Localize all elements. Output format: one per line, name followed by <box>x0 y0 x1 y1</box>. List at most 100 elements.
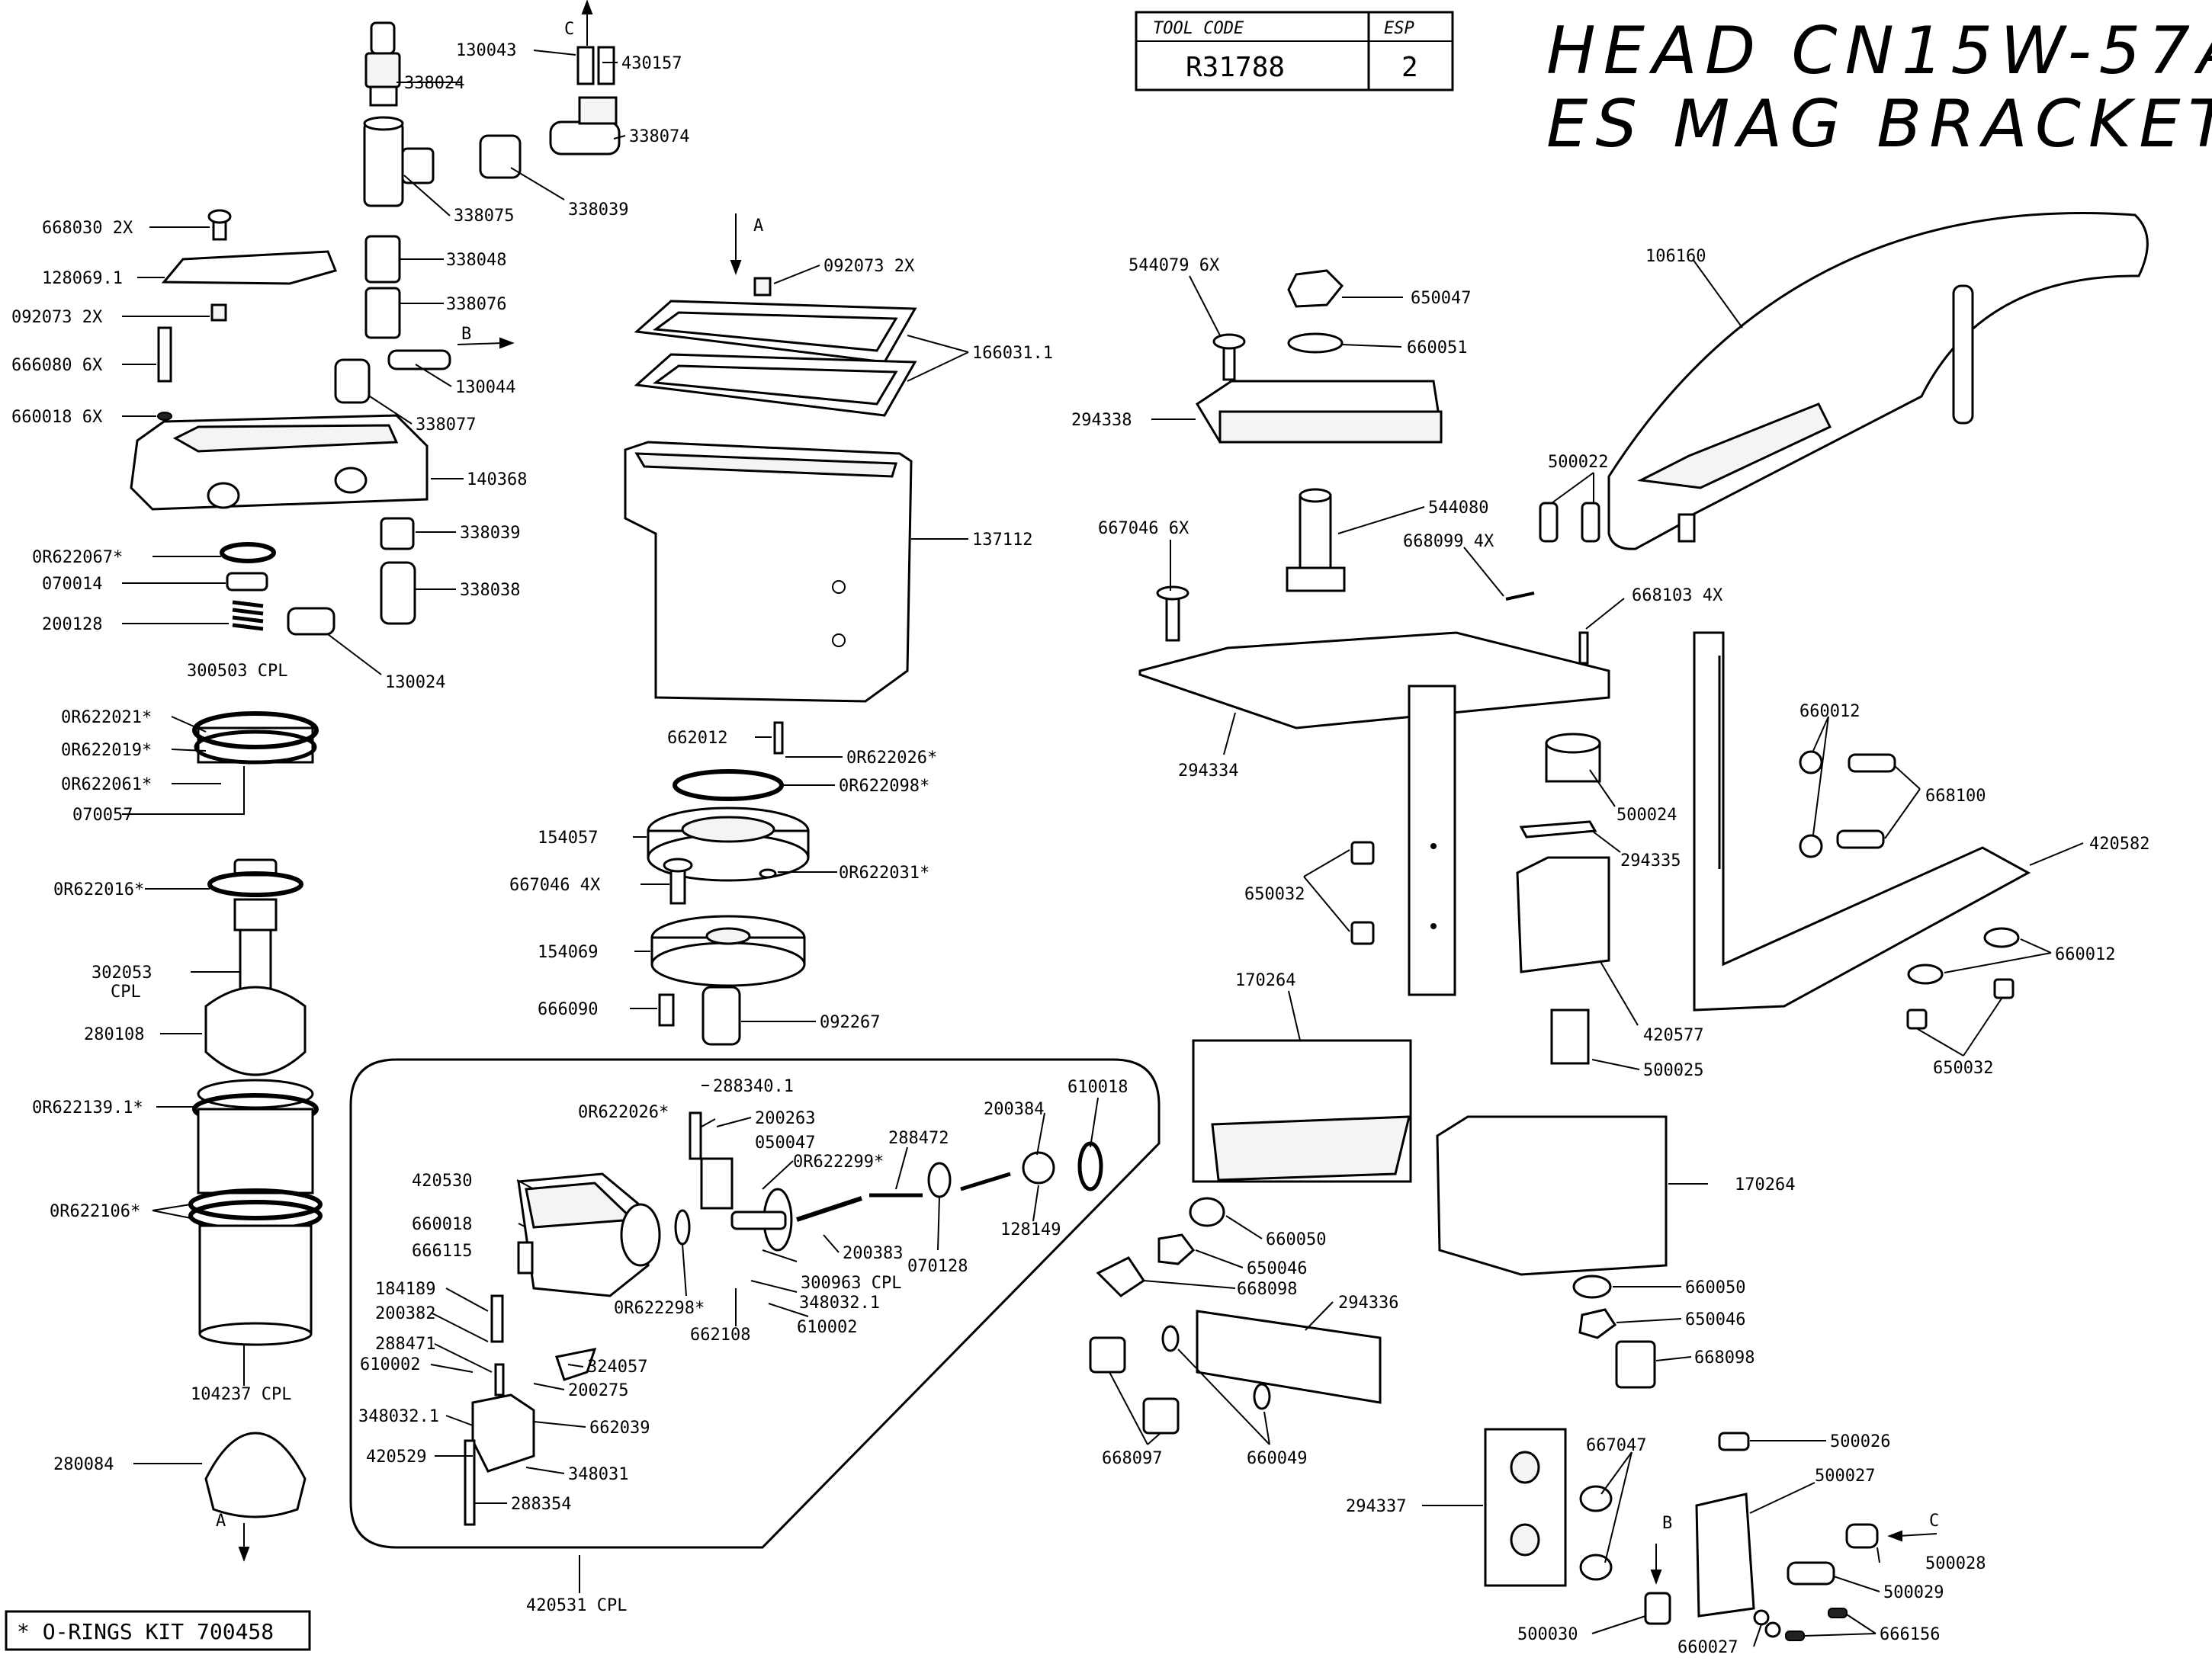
callout-0r622031: 0R622031* <box>839 864 929 883</box>
callout-0r622067: 0R622067* <box>32 548 123 567</box>
callout-294338: 294338 <box>1071 411 1132 430</box>
callout-050047: 050047 <box>755 1134 815 1153</box>
callout-500030: 500030 <box>1517 1625 1578 1644</box>
callout-662108: 662108 <box>690 1326 750 1345</box>
callout-660018-6x: 660018 6X <box>11 408 103 427</box>
tool-code-value: R31788 <box>1186 52 1285 83</box>
callout-070057: 070057 <box>72 806 133 825</box>
tool-code-block: TOOL CODE ESP R31788 2 <box>1135 11 1454 91</box>
callout-0r622026-center: 0R622026* <box>846 749 937 768</box>
callout-200128: 200128 <box>42 615 102 634</box>
callout-610002-top: 610002 <box>797 1318 857 1337</box>
callout-0r622019: 0R622019* <box>61 741 152 760</box>
callout-610018: 610018 <box>1067 1078 1128 1097</box>
callout-302053-cpl: CPL <box>111 983 141 1002</box>
callout-280084: 280084 <box>53 1455 114 1474</box>
callout-668030: 668030 2X <box>42 219 133 238</box>
callout-660012-right: 660012 <box>2055 945 2115 964</box>
callout-420530: 420530 <box>412 1172 472 1191</box>
callout-092073-left: 092073 2X <box>11 308 103 327</box>
callout-070128: 070128 <box>907 1257 968 1276</box>
callout-170264-left: 170264 <box>1235 971 1295 990</box>
callout-338075: 338075 <box>454 207 514 226</box>
callout-338074: 338074 <box>629 127 689 146</box>
callout-667046-6x: 667046 6X <box>1098 519 1189 538</box>
callout-338048: 338048 <box>446 251 506 270</box>
callout-666115: 666115 <box>412 1242 472 1261</box>
callout-338038: 338038 <box>460 581 520 600</box>
callout-184189: 184189 <box>375 1280 435 1299</box>
right-side-parts <box>1089 212 2149 1641</box>
callout-668103: 668103 4X <box>1632 586 1723 605</box>
callout-294337: 294337 <box>1346 1497 1406 1516</box>
callout-668097: 668097 <box>1102 1449 1162 1468</box>
callout-092073-center: 092073 2X <box>823 257 915 276</box>
callout-500024: 500024 <box>1616 806 1677 825</box>
callout-348032-1-top: 348032.1 <box>799 1294 880 1313</box>
callout-294335: 294335 <box>1620 851 1681 871</box>
callout-labels: 130043 430157 338024 338074 338039 33807… <box>11 41 2149 1657</box>
callout-154057: 154057 <box>538 829 598 848</box>
callout-500025: 500025 <box>1643 1061 1703 1080</box>
callout-668099: 668099 4X <box>1403 532 1494 551</box>
callout-288354: 288354 <box>511 1495 571 1514</box>
callout-420529: 420529 <box>366 1448 426 1467</box>
tool-code-label: TOOL CODE <box>1153 19 1244 38</box>
callout-106160: 106160 <box>1645 247 1706 266</box>
callout-288472: 288472 <box>888 1129 949 1148</box>
callout-650032-right: 650032 <box>1933 1059 1993 1078</box>
callout-128149: 128149 <box>1000 1220 1061 1239</box>
flow-marker-labels: C A B A B C <box>216 20 1939 1533</box>
callout-668100: 668100 <box>1925 787 1986 806</box>
callout-650047: 650047 <box>1411 289 1471 308</box>
heading-line-1: HEAD CN15W-57A <box>1546 13 2212 89</box>
callout-294336: 294336 <box>1338 1294 1398 1313</box>
flow-marker-a-top: A <box>753 216 763 236</box>
callout-500028: 500028 <box>1925 1554 1986 1573</box>
callout-104237: 104237 CPL <box>191 1385 291 1404</box>
callout-500029: 500029 <box>1883 1583 1944 1602</box>
callout-092267: 092267 <box>820 1013 880 1032</box>
callout-130043: 130043 <box>456 41 516 60</box>
flow-arrows <box>238 0 1938 1585</box>
callout-666090: 666090 <box>538 1000 598 1019</box>
callout-420531: 420531 CPL <box>526 1596 627 1615</box>
callout-130024: 130024 <box>385 673 445 692</box>
callout-500027: 500027 <box>1815 1467 1875 1486</box>
callout-500022: 500022 <box>1548 453 1608 472</box>
callout-0r622139-1: 0R622139.1* <box>32 1098 143 1117</box>
callout-668098-right: 668098 <box>1694 1348 1755 1368</box>
callout-0r622026-box: 0R622026* <box>578 1103 669 1122</box>
callout-200275: 200275 <box>568 1381 628 1400</box>
callout-128069-1: 128069.1 <box>42 269 123 288</box>
callout-288340-1: 288340.1 <box>713 1077 794 1096</box>
callout-660051: 660051 <box>1407 338 1467 358</box>
callout-200263: 200263 <box>755 1109 815 1128</box>
callout-666080: 666080 6X <box>11 356 103 375</box>
callout-662012: 662012 <box>667 729 727 748</box>
callout-338039-top: 338039 <box>568 200 628 220</box>
callout-302053: 302053 <box>91 964 152 983</box>
callout-430157: 430157 <box>621 54 682 73</box>
callout-660050-left: 660050 <box>1266 1230 1326 1249</box>
callout-300503: 300503 CPL <box>187 662 287 681</box>
callout-650046-left: 650046 <box>1247 1259 1307 1278</box>
callout-200384: 200384 <box>984 1100 1044 1119</box>
callout-200382: 200382 <box>375 1304 435 1323</box>
callout-338076: 338076 <box>446 295 506 314</box>
callout-200383: 200383 <box>843 1244 903 1263</box>
callout-338077: 338077 <box>416 415 476 434</box>
callout-420577: 420577 <box>1643 1026 1703 1045</box>
callout-070014: 070014 <box>42 575 102 594</box>
callout-610002-box: 610002 <box>360 1355 420 1374</box>
callout-288471: 288471 <box>375 1335 435 1354</box>
callout-0r622299: 0R622299* <box>793 1153 884 1172</box>
callout-500026: 500026 <box>1830 1432 1890 1451</box>
callout-660027: 660027 <box>1677 1638 1738 1657</box>
heading-line-2: ES MAG BRACKET <box>1546 86 2212 162</box>
center-column-parts <box>624 277 917 1046</box>
flow-marker-c-right: C <box>1929 1512 1939 1531</box>
callout-666156: 666156 <box>1880 1625 1940 1644</box>
callout-660049: 660049 <box>1247 1449 1307 1468</box>
